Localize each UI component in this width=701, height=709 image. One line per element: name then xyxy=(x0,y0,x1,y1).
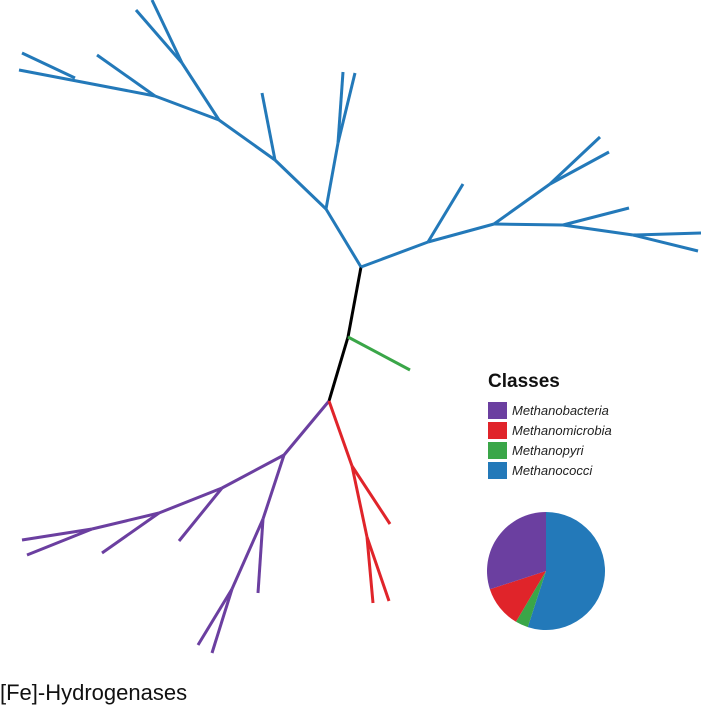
tree-branch xyxy=(327,336,350,402)
tree-branch xyxy=(346,266,363,338)
legend-label: Methanococci xyxy=(512,462,593,478)
tree-branch xyxy=(365,536,375,604)
tree-branch xyxy=(221,453,285,490)
tree-branch xyxy=(365,536,391,602)
tree-branch xyxy=(150,0,184,64)
tree-branch xyxy=(562,223,634,237)
tree-branch xyxy=(21,51,76,80)
legend-item-methanobacteria: Methanobacteria xyxy=(488,400,658,420)
tree-branch xyxy=(350,465,392,525)
tree-branch xyxy=(21,527,93,542)
tree-branch xyxy=(632,233,699,253)
legend-swatch xyxy=(488,461,507,479)
tree-branch xyxy=(18,68,156,98)
tree-branch xyxy=(347,335,411,372)
legend-label: Methanomicrobia xyxy=(512,422,612,438)
legend-label: Methanobacteria xyxy=(512,402,609,418)
tree-branch xyxy=(210,588,234,654)
tree-branch xyxy=(101,511,160,555)
tree-branch xyxy=(260,92,277,161)
tree-branch xyxy=(154,94,220,122)
tree-branch xyxy=(180,62,221,121)
tree-branch xyxy=(549,150,610,186)
tree-branch xyxy=(177,487,224,542)
tree-branch xyxy=(350,465,369,538)
legend-title: Classes xyxy=(488,371,560,392)
tree-branches xyxy=(18,0,701,654)
tree-branch xyxy=(282,400,331,456)
legend-swatch xyxy=(488,401,507,419)
pie-slice-methanococci xyxy=(527,512,606,630)
tree-branch xyxy=(196,588,234,646)
tree-branch xyxy=(360,240,429,269)
tree-branch xyxy=(427,222,495,244)
tree-branch xyxy=(562,206,630,227)
tree-branch xyxy=(426,183,465,243)
tree-branch xyxy=(548,135,602,186)
tree-branch xyxy=(158,486,223,515)
tree-branch xyxy=(493,182,551,226)
tree-branch xyxy=(324,142,340,210)
tree-branch xyxy=(336,72,357,144)
legend-label: Methanopyri xyxy=(512,442,584,458)
tree-branch xyxy=(91,511,160,531)
tree-branch xyxy=(632,231,701,237)
legend-swatch xyxy=(488,421,507,439)
figure-caption: [Fe]-Hydrogenases xyxy=(0,680,188,705)
tree-branch xyxy=(324,208,363,268)
legend-item-methanomicrobia: Methanomicrobia xyxy=(488,420,658,440)
legend-item-methanopyri: Methanopyri xyxy=(488,440,658,460)
legend-item-methanococci: Methanococci xyxy=(488,460,658,480)
pie-slice-methanomicrobia xyxy=(489,571,546,622)
tree-branch xyxy=(256,518,265,594)
tree-branch xyxy=(273,158,328,211)
tree-branch xyxy=(327,400,354,467)
pie-slice-methanopyri xyxy=(515,571,546,628)
tree-branch xyxy=(134,9,184,64)
legend-swatch xyxy=(488,441,507,459)
tree-branch xyxy=(230,518,265,590)
tree-branch xyxy=(336,71,345,144)
class-proportion-pie xyxy=(487,512,606,630)
pie-slice-methanobacteria xyxy=(487,512,546,590)
tree-branch xyxy=(218,118,276,162)
tree-branch xyxy=(26,527,93,557)
legend: Classes Methanobacteria Methanomicrobia … xyxy=(488,371,658,480)
tree-branch xyxy=(493,222,564,227)
tree-branch xyxy=(261,454,286,520)
tree-branch xyxy=(96,53,156,98)
